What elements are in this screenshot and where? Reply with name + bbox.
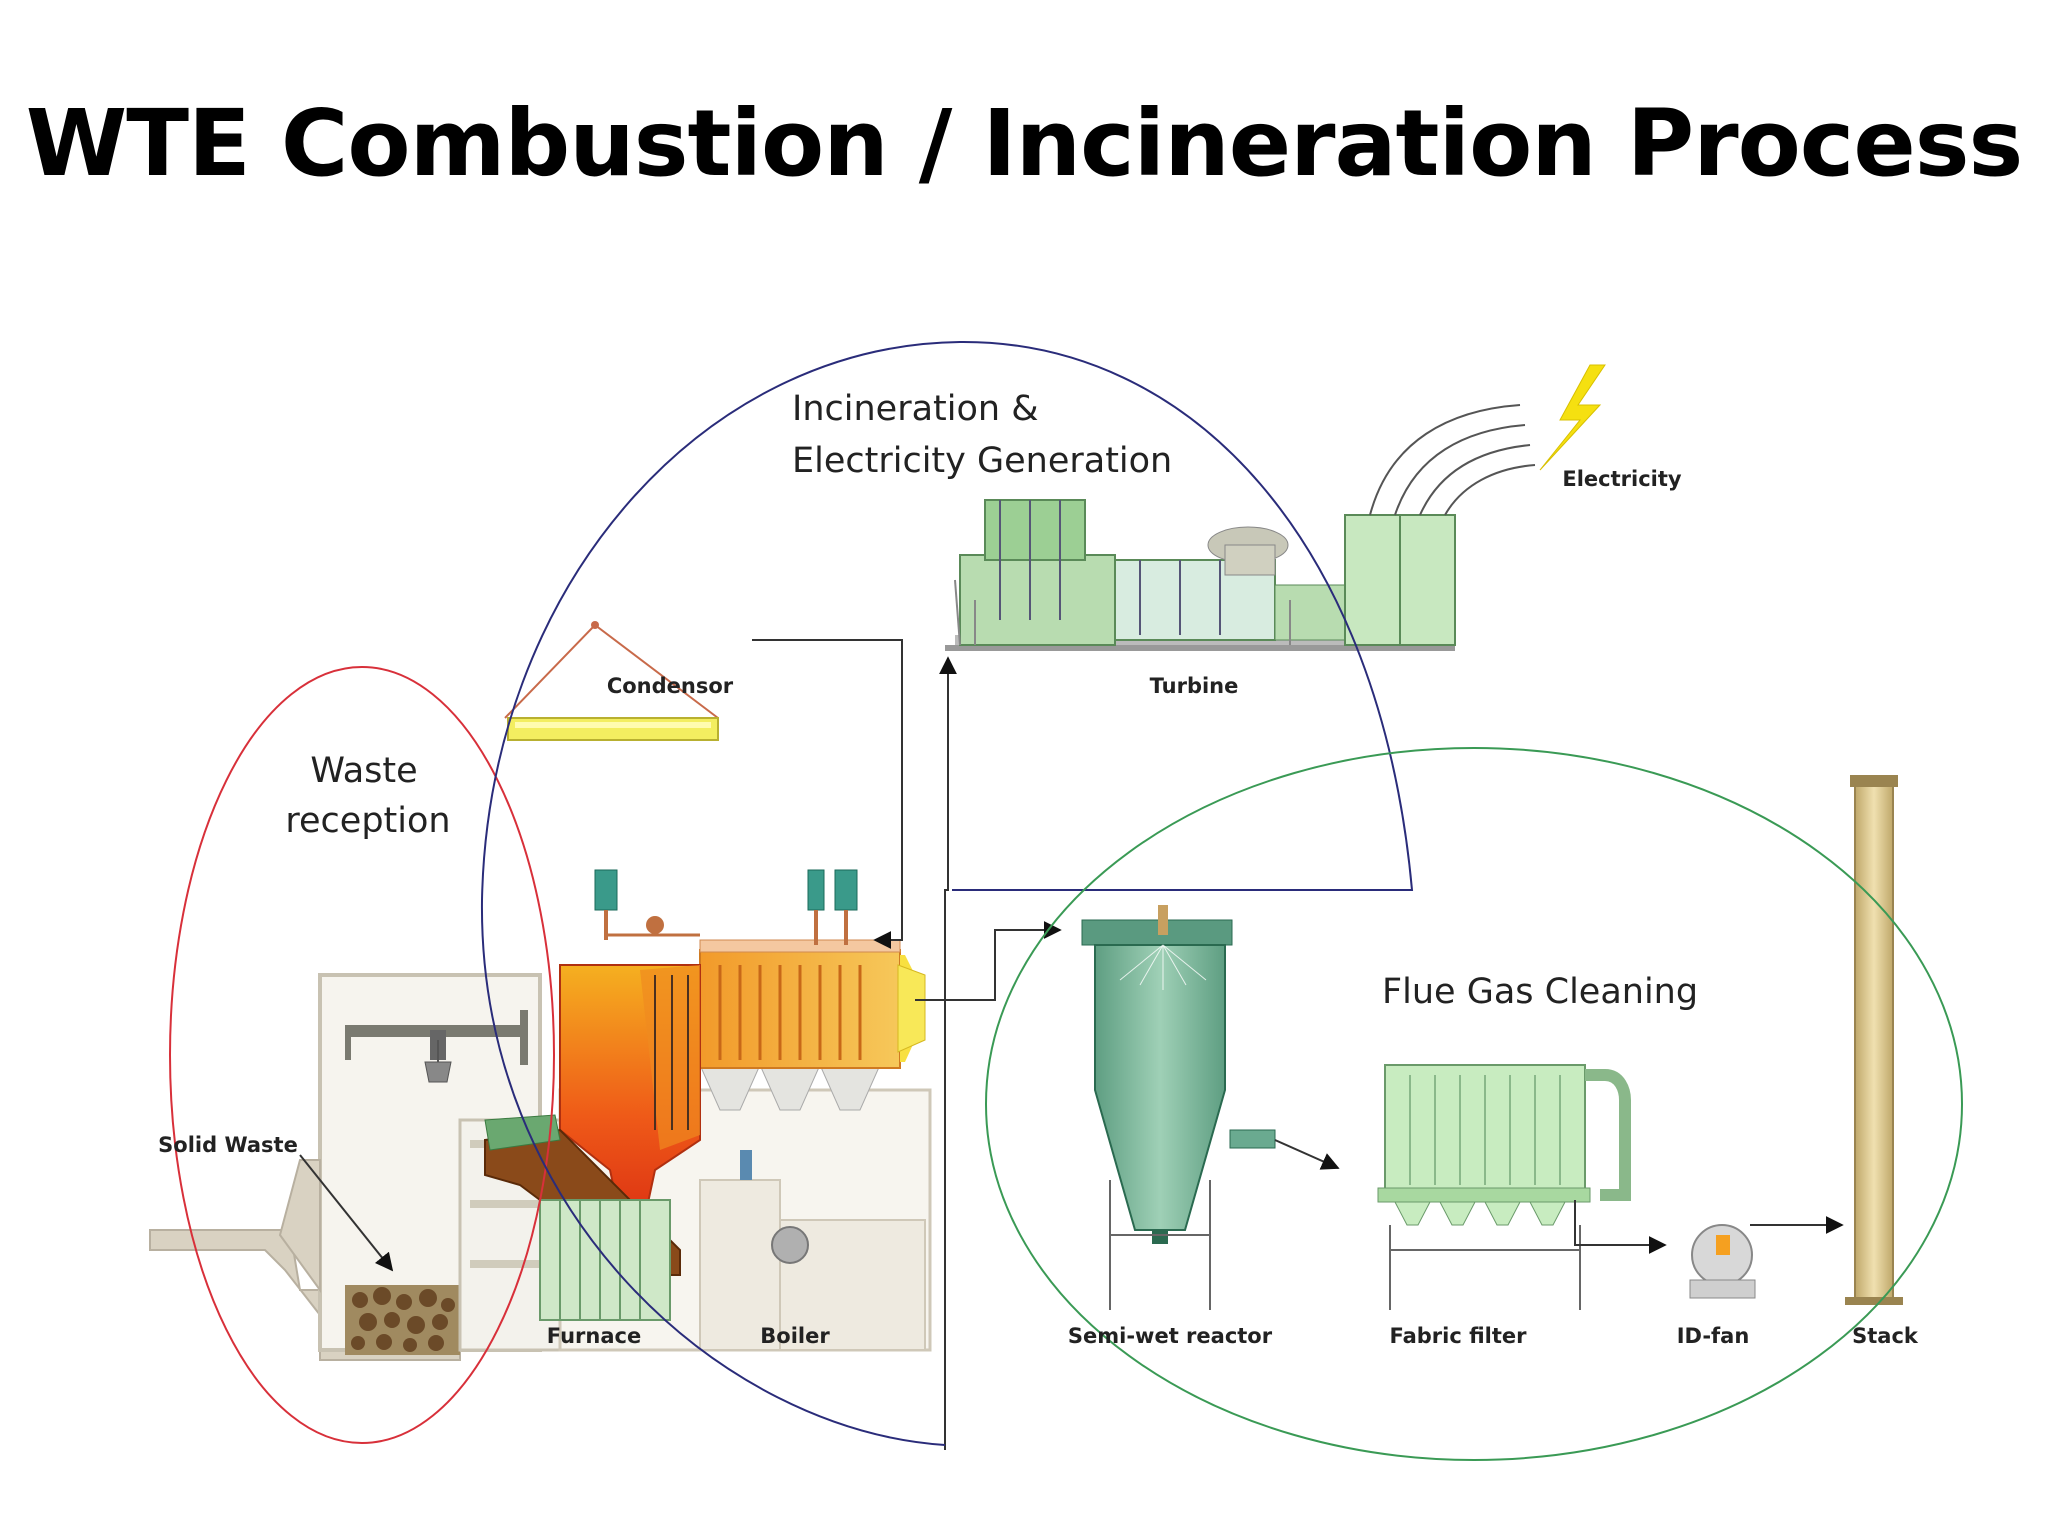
label-solid-waste: Solid Waste [158, 1133, 298, 1157]
flow-lines [299, 639, 1844, 1450]
label-stack: Stack [1852, 1324, 1919, 1348]
label-condensor: Condensor [607, 674, 734, 698]
semi-wet-reactor [1081, 905, 1276, 1310]
fabric-filter [1377, 1064, 1631, 1310]
lightning-bolt-icon [1539, 364, 1606, 471]
label-furnace: Furnace [547, 1324, 641, 1348]
incineration-zone [480, 340, 1414, 1446]
turbine [945, 499, 1456, 651]
stack [1845, 775, 1903, 1305]
waste-reception-zone [169, 666, 555, 1444]
zone-label-incineration: Incineration & [792, 389, 1039, 429]
boiler [699, 939, 926, 1069]
zone-label-waste: Waste [310, 751, 417, 791]
zone-label-electricity-generation: Electricity Generation [792, 441, 1172, 481]
label-turbine: Turbine [1150, 674, 1239, 698]
waste-bunker [149, 973, 542, 1361]
zone-label-flue-gas-cleaning: Flue Gas Cleaning [1382, 972, 1698, 1012]
zone-label-reception: reception [285, 801, 450, 841]
label-electricity: Electricity [1562, 467, 1682, 491]
id-fan [1689, 1224, 1756, 1299]
page-title: WTE Combustion / Incineration Process [25, 90, 2024, 197]
electricity-wires [1369, 404, 1536, 516]
label-boiler: Boiler [760, 1324, 830, 1348]
furnace [484, 869, 858, 1321]
flue-gas-cleaning-zone [985, 747, 1963, 1461]
label-id-fan: ID-fan [1677, 1324, 1750, 1348]
label-semi-wet-reactor: Semi-wet reactor [1068, 1324, 1273, 1348]
label-fabric-filter: Fabric filter [1389, 1324, 1527, 1348]
